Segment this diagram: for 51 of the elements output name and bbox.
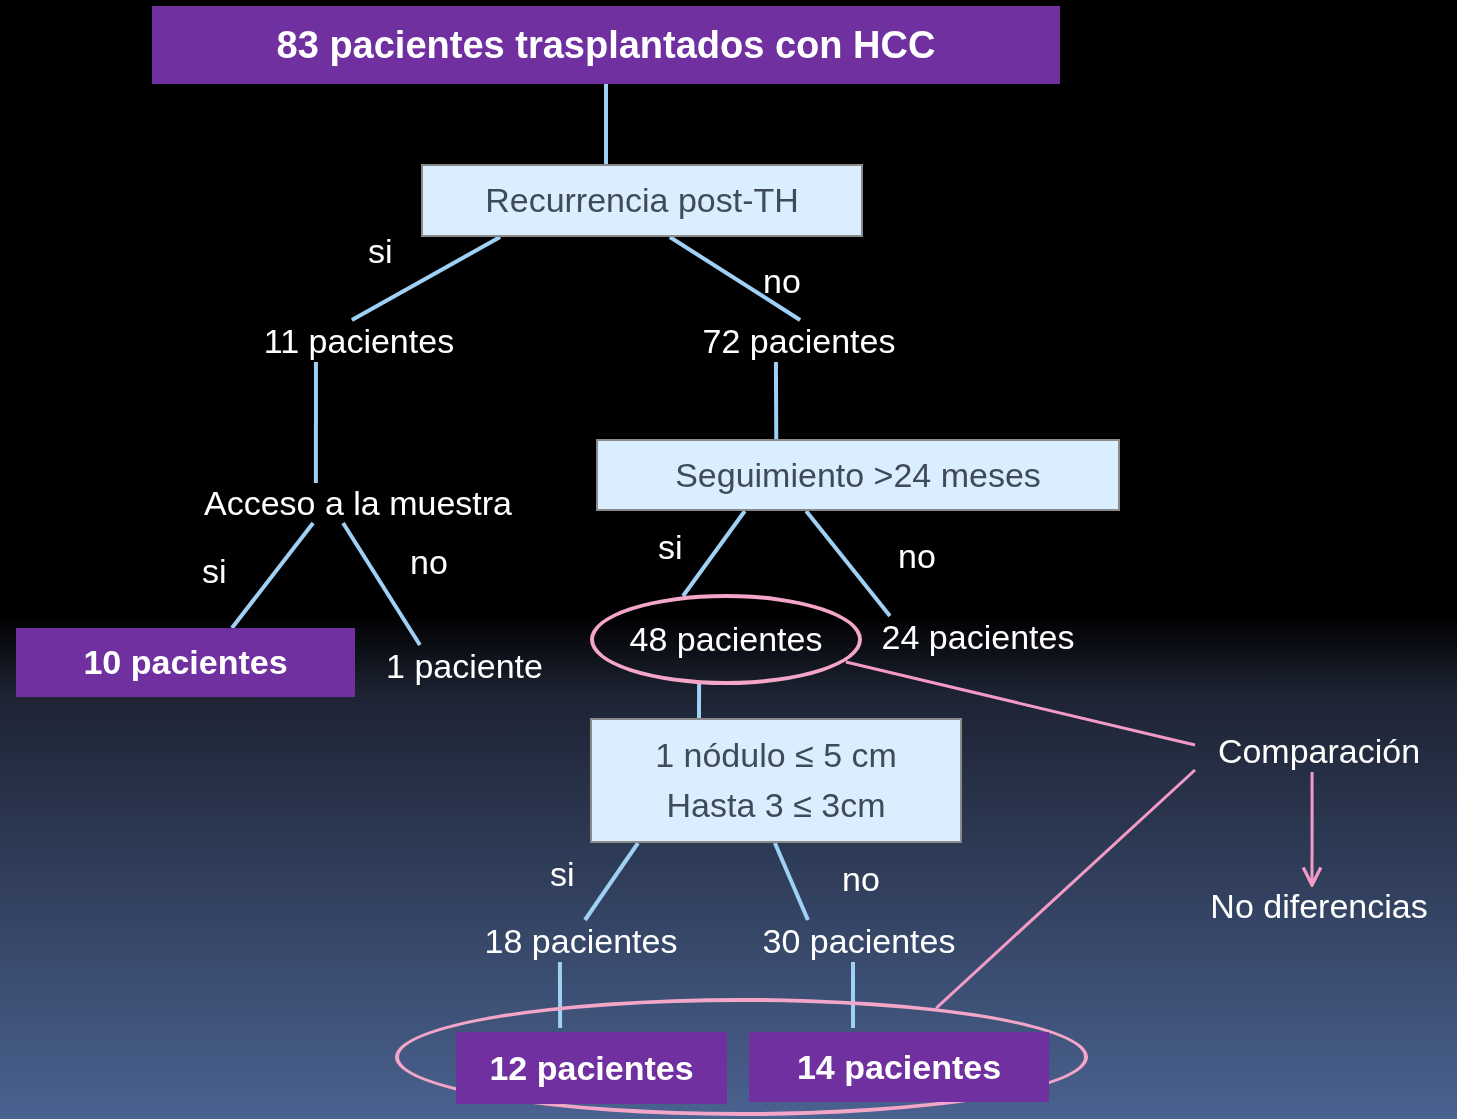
node-text: 1 nódulo ≤ 5 cm xyxy=(655,735,897,777)
node-text: 10 pacientes xyxy=(83,643,288,682)
connector-line xyxy=(773,842,810,921)
criteria-box xyxy=(590,718,962,843)
count-text: 30 pacientes xyxy=(748,920,970,962)
edge-label: si xyxy=(202,552,227,591)
note-text: Comparación xyxy=(1195,730,1443,772)
count-text: 72 pacientes xyxy=(688,320,910,362)
edge-label: si xyxy=(368,232,393,271)
result-box xyxy=(456,1032,727,1104)
highlight-ellipse xyxy=(395,998,1088,1116)
connector-line xyxy=(697,684,702,718)
node-text: Hasta 3 ≤ 3cm xyxy=(666,784,886,826)
node-text: 48 pacientes xyxy=(629,620,823,659)
note-text: No diferencias xyxy=(1190,885,1448,927)
edge-label: si xyxy=(658,528,683,567)
connector-line xyxy=(681,509,747,598)
edge-label: si xyxy=(550,855,575,894)
connector-line xyxy=(350,235,502,322)
decision-text: Acceso a la muestra xyxy=(184,483,532,523)
connector-line xyxy=(668,235,802,322)
node-text: 83 pacientes trasplantados con HCC xyxy=(276,23,936,67)
connector-line xyxy=(604,84,608,164)
connector-line xyxy=(845,660,1196,747)
result-box xyxy=(16,628,355,697)
edge-label: no xyxy=(842,860,880,899)
decision-box xyxy=(421,164,863,237)
title-box xyxy=(152,6,1060,84)
arrow xyxy=(1301,772,1323,887)
node-text: 12 pacientes xyxy=(489,1048,694,1088)
edge-label: no xyxy=(410,543,448,582)
result-box xyxy=(749,1032,1049,1102)
node-text: Recurrencia post-TH xyxy=(485,181,799,220)
count-text: 11 pacientes xyxy=(248,320,470,362)
decision-box xyxy=(596,439,1120,511)
connector-line xyxy=(804,509,892,618)
count-text: 18 pacientes xyxy=(470,920,692,962)
edge-label: no xyxy=(898,537,936,576)
highlight-ellipse xyxy=(590,594,862,685)
node-text: 14 pacientes xyxy=(796,1047,1002,1087)
connector-line xyxy=(851,962,855,1028)
connector-line xyxy=(313,362,318,483)
connector-line xyxy=(230,521,315,630)
connector-line xyxy=(583,841,640,922)
connector-line xyxy=(773,362,779,439)
count-text: 24 pacientes xyxy=(866,616,1090,658)
edge-label: no xyxy=(763,262,801,301)
count-text: 1 paciente xyxy=(372,645,557,687)
connector-line xyxy=(935,768,1196,1010)
node-text: Seguimiento >24 meses xyxy=(675,455,1041,495)
connector-line xyxy=(341,521,422,647)
